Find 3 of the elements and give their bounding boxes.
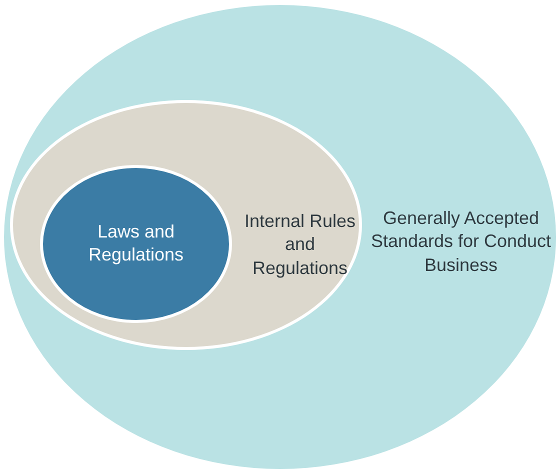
node-label: Generally Accepted Standards for Conduct Business bbox=[370, 206, 552, 277]
node-label: Laws and Regulations bbox=[87, 220, 185, 267]
node-label: Internal Rules and Regulations bbox=[243, 210, 357, 280]
